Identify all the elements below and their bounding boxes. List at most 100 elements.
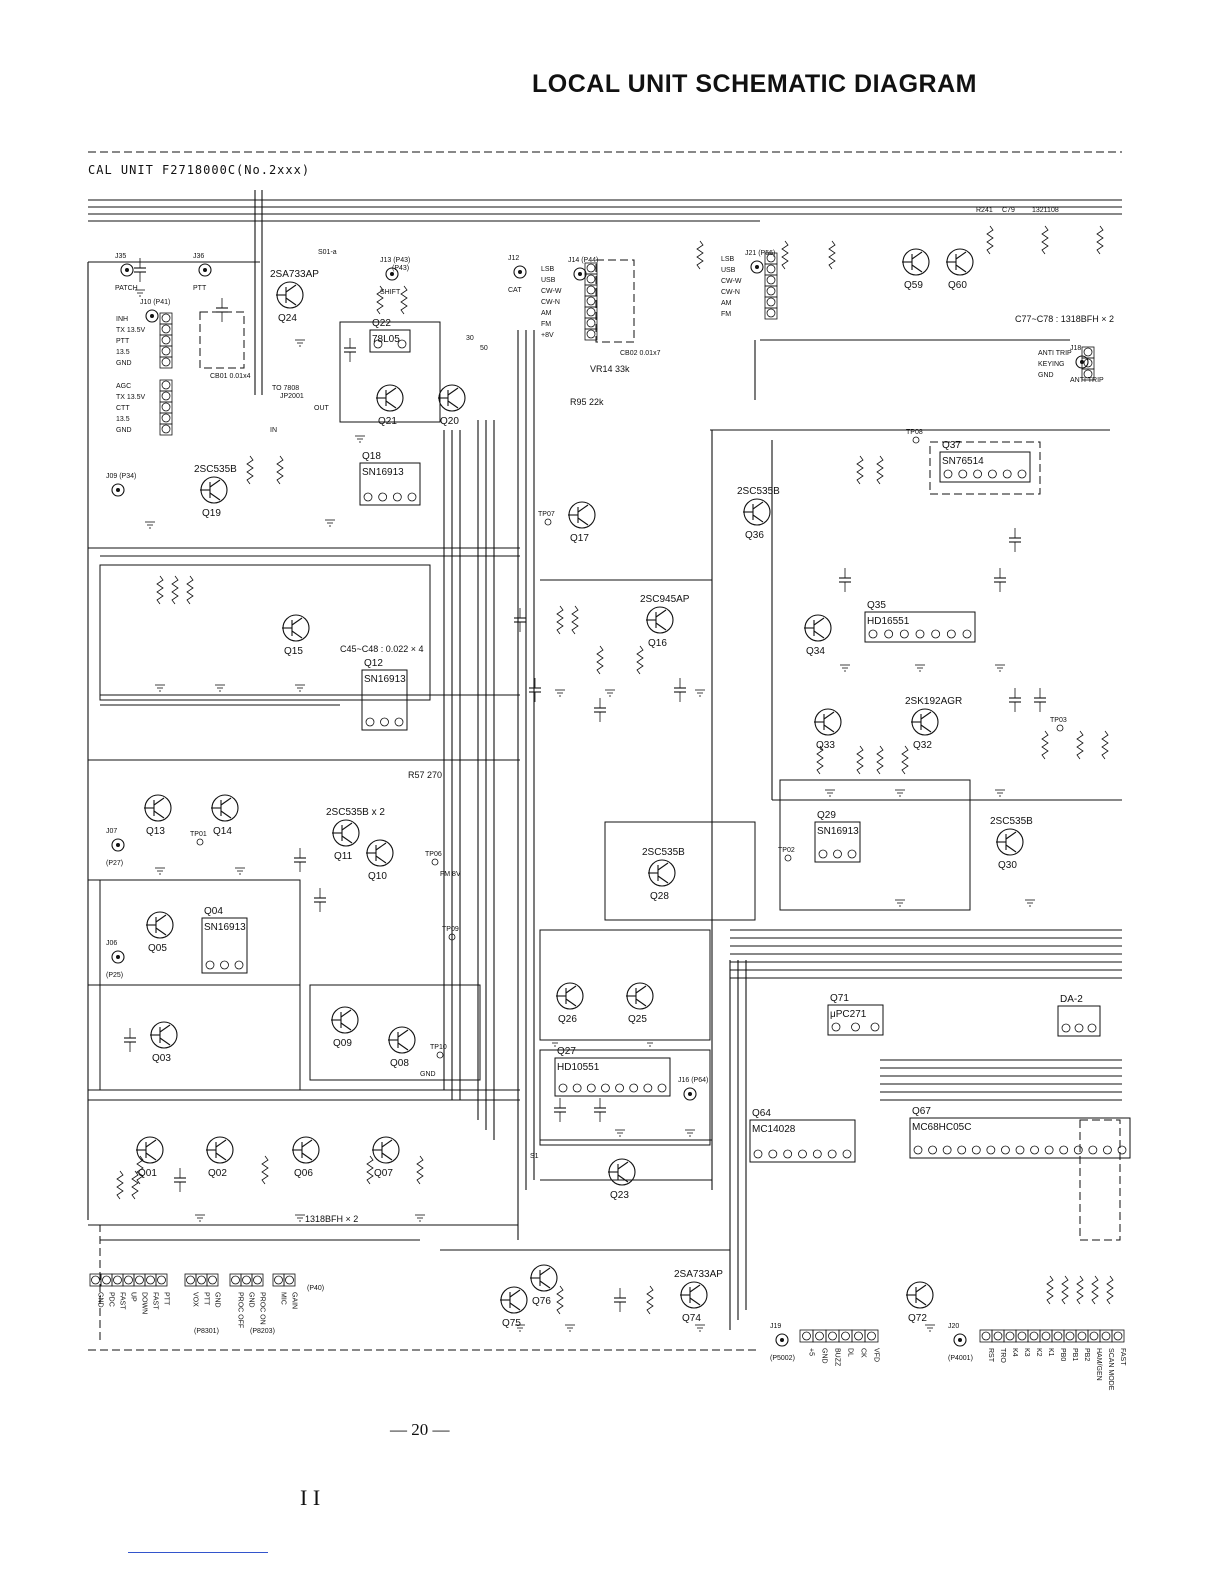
transistor-id: Q11 [334,851,353,862]
note-vr14: VR14 33k [590,364,630,374]
transistor-q09: Q09 [331,1006,359,1049]
pin-label: FAST [152,1292,159,1310]
connector-id: J20 [948,1323,959,1330]
pin-label: FAST [119,1292,126,1310]
connector-id: J18 [1070,345,1081,352]
transistor-id: Q75 [502,1318,521,1329]
resistor-symbol [781,240,789,270]
transistor-id: Q28 [650,891,669,902]
transistor-id: Q23 [610,1190,629,1201]
transistor-q05: Q05 [146,911,174,954]
ic-part: HD16551 [867,616,910,627]
resistor-symbol [556,1285,564,1315]
connector-id: J21 (P56) [745,250,775,257]
transistor-q06: Q06 [292,1136,320,1179]
test-point-label: TP01 [190,831,207,838]
footer-line [128,1552,268,1553]
pin-label: CW-W [721,278,742,285]
pin-label: PDC [108,1292,115,1307]
connector-j20: J20 (P4001) [948,1323,973,1362]
transistor-part: 2SK192AGR [905,696,962,707]
ic-part: SN16913 [817,826,859,837]
ic-id: Q04 [204,906,223,917]
ic-id: Q35 [867,600,886,611]
resistor-symbol [1061,1275,1069,1305]
connector-label: (P4001) [948,1355,973,1362]
transistor-q76: Q76 [530,1264,558,1307]
resistor-details [116,225,1114,1315]
transistor-q33: Q33 [814,708,842,751]
test-point [1056,724,1064,732]
pin-label: AGC [116,383,131,390]
connector-id: J10 (P41) [140,299,170,306]
connector-id: J07 [106,828,117,835]
transistor-q34: Q34 [804,614,832,657]
pin-label: GND [97,1292,104,1308]
pin-label: AM [541,310,552,317]
misc-label: C79 [1002,207,1015,214]
resistor-symbol [186,575,194,605]
resistor-symbol [986,225,994,255]
pin-label: USB [541,277,556,284]
resistor-symbol [636,645,644,675]
pin-label: PTT [116,338,130,345]
pin-label: BUZZ [834,1348,841,1367]
resistor-symbol [696,240,704,270]
transistor-q28: Q28 2SC535B [642,847,685,902]
misc-label: 1321108 [1032,207,1059,214]
connector-j16: J16 (P64) [678,1077,708,1101]
resistor-symbol [646,1285,654,1315]
pin-label: K1 [1047,1348,1054,1357]
transistor-id: Q13 [146,826,165,837]
connector-id: J14 (P44) [568,257,598,264]
resistor-symbol [571,605,579,635]
transistor-id: Q34 [806,646,825,657]
connector-label: (P5002) [770,1355,795,1362]
ic-id: Q29 [817,810,836,821]
pin-label: +8V [541,332,554,339]
transistor-q75: Q75 [500,1286,528,1329]
pin-label: FAST [1119,1348,1126,1366]
misc-label: FM 8V [440,871,461,878]
connector-j09: J09 (P34) [106,473,136,497]
pin-label: MIC [280,1292,287,1305]
pin-label: ANTI TRIP [1038,350,1072,357]
pin-label: UP [130,1292,137,1302]
transistor-id: Q06 [294,1168,313,1179]
pin-label: RST [987,1348,994,1363]
connector-j06: J06(P25) [106,940,125,979]
pin-label: PTT [163,1292,170,1306]
resistor-symbol [400,285,408,315]
test-point [912,436,920,444]
resistor-symbol [1091,1275,1099,1305]
transistor-part: 2SC535B [642,847,685,858]
connector-label: (P27) [106,860,123,867]
pin-label: PB2 [1083,1348,1090,1361]
resistor-symbol [901,745,909,775]
resistor-symbol [828,240,836,270]
ic-part: SN16913 [204,922,246,933]
page-number: — 20 — [390,1420,450,1439]
pin-label: DL [847,1348,854,1357]
pin-label: KEYING [1038,361,1064,368]
note-c77: C77~C78 : 1318BFH × 2 [1015,314,1114,324]
vertical-trunks [254,190,773,1330]
connector-id: J35 [115,253,126,260]
resistor-symbol [1041,225,1049,255]
connector-id: J12 [508,255,519,262]
test-point-label: TP10 [430,1044,447,1051]
transistor-q15: Q15 [282,614,310,657]
pin-label: CW-N [721,289,740,296]
resistor-symbol [1041,730,1049,760]
misc-label: (P43) [392,265,409,272]
